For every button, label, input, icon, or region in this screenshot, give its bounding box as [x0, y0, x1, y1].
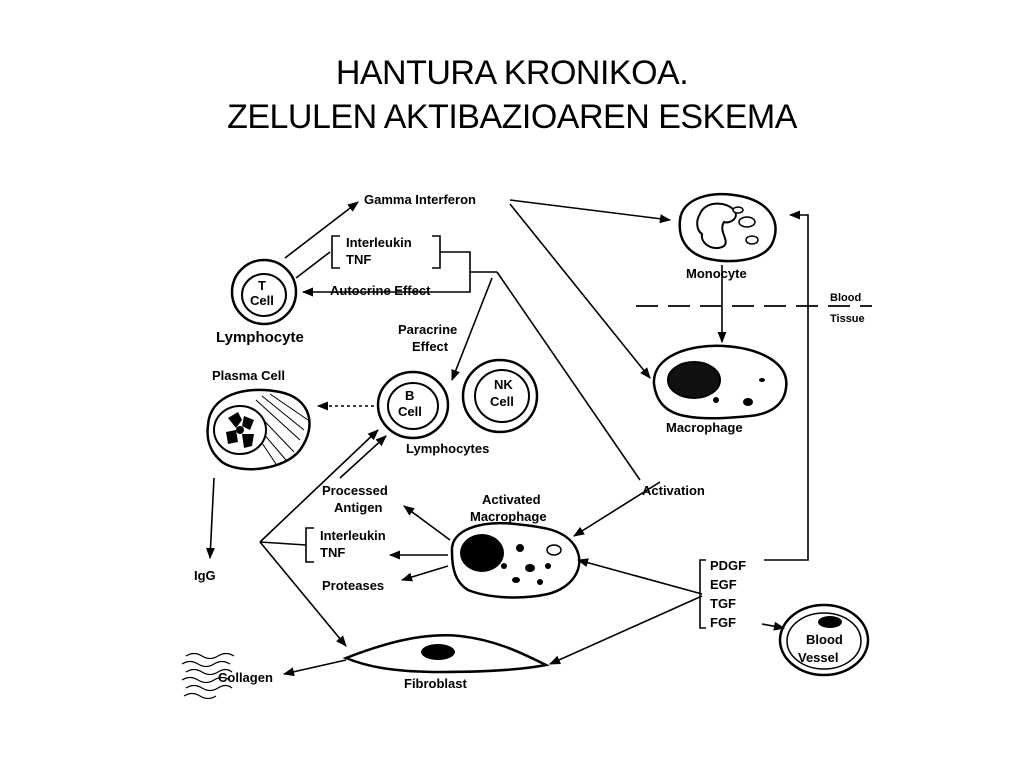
blood-vessel-label-line-2: Vessel — [798, 650, 839, 665]
b-cell — [376, 370, 450, 440]
fgf-label: FGF — [710, 615, 736, 630]
processed-antigen-label-line-1: Processed — [322, 483, 388, 498]
gamma-interferon-label: Gamma Interferon — [364, 192, 476, 207]
plasma-cell-label: Plasma Cell — [212, 368, 285, 383]
collagen-label: Collagen — [218, 670, 273, 685]
blood-vessel-label-line-1: Blood — [806, 632, 843, 647]
fibroblast-label: Fibroblast — [404, 676, 468, 691]
blood-label: Blood — [830, 292, 861, 304]
tnf-top-label: TNF — [346, 252, 371, 267]
page-title-line-1: HANTURA KRONIKOA. — [335, 54, 689, 92]
macrophage-label: Macrophage — [666, 420, 743, 435]
paracrine-label-line-2: Effect — [412, 339, 449, 354]
nk-cell-cell-label: Cell — [490, 394, 514, 409]
tgf-label: TGF — [710, 596, 736, 611]
activated-macrophage-label-line-2: Macrophage — [470, 509, 547, 524]
activation-label: Activation — [642, 483, 705, 498]
igg-label: IgG — [194, 568, 216, 583]
nk-cell-letter-label: NK — [494, 377, 513, 392]
macrophage — [652, 344, 788, 420]
collagen-fibers — [181, 652, 235, 700]
fibroblast — [342, 634, 550, 674]
monocyte — [678, 192, 777, 263]
activated-macrophage — [450, 521, 581, 599]
b-cell-cell-label: Cell — [398, 404, 422, 419]
monocyte-label: Monocyte — [686, 266, 747, 281]
t-cell-letter-label: T — [258, 278, 266, 293]
proteases-label: Proteases — [322, 578, 384, 593]
lymphocytes-label: Lymphocytes — [406, 441, 489, 456]
lymphocyte-label: Lymphocyte — [216, 329, 304, 346]
t-cell-cell-label: Cell — [250, 293, 274, 308]
interleukin-top-label: Interleukin — [346, 235, 412, 250]
egf-label: EGF — [710, 577, 737, 592]
interleukin-bottom-label: Interleukin — [320, 528, 386, 543]
tissue-label: Tissue — [830, 313, 865, 325]
nk-cell — [461, 358, 539, 434]
pdgf-label: PDGF — [710, 558, 746, 573]
paracrine-label-line-1: Paracrine — [398, 322, 457, 337]
processed-antigen-label-line-2: Antigen — [334, 500, 382, 515]
blood-vessel — [778, 603, 870, 677]
t-cell — [230, 258, 298, 326]
autocrine-effect-label: Autocrine Effect — [330, 283, 431, 298]
b-cell-letter-label: B — [405, 388, 414, 403]
tnf-bottom-label: TNF — [320, 545, 345, 560]
activated-macrophage-label-line-1: Activated — [482, 492, 541, 507]
plasma-cell — [206, 388, 311, 471]
page-title-line-2: ZELULEN AKTIBAZIOAREN ESKEMA — [227, 98, 797, 136]
